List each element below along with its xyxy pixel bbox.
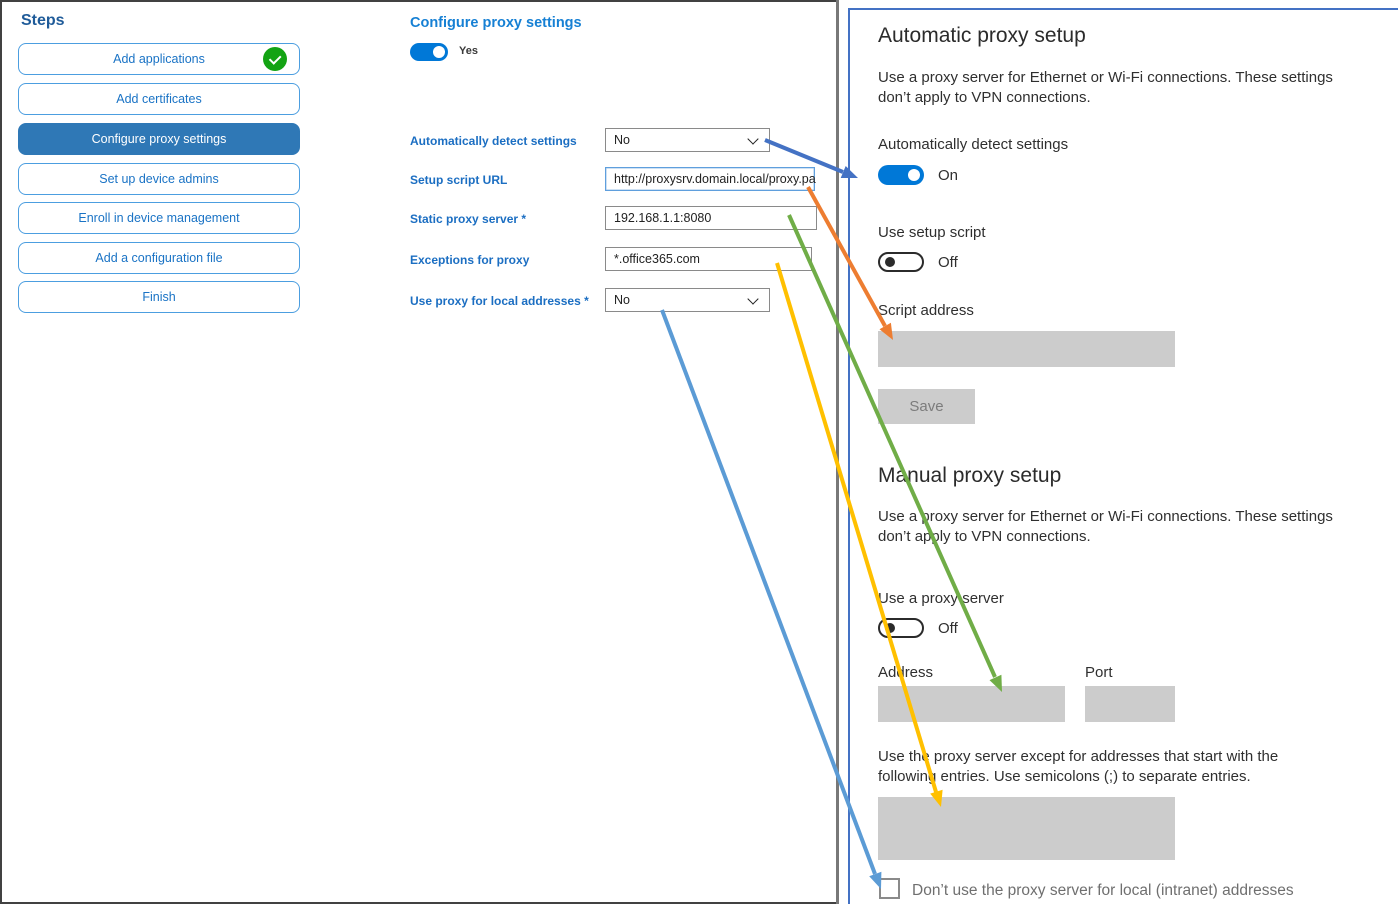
script-address-label: Script address <box>878 302 974 319</box>
proxy-address-input[interactable] <box>878 686 1065 722</box>
use-setup-script-toggle[interactable] <box>878 252 924 272</box>
auto-detect-toggle[interactable] <box>878 165 924 185</box>
local-addresses-checkbox-label: Don’t use the proxy server for local (in… <box>912 882 1294 899</box>
step-label: Add a configuration file <box>95 251 223 265</box>
use-proxy-local-select[interactable]: No <box>605 288 770 312</box>
proxy-exceptions-description: Use the proxy server except for addresse… <box>878 748 1279 785</box>
step-label: Add certificates <box>116 92 202 106</box>
static-proxy-server-input[interactable]: 192.168.1.1:8080 <box>605 206 817 230</box>
completed-check-icon <box>263 47 287 71</box>
toggle-knob <box>885 623 895 633</box>
proxy-exceptions-textarea[interactable] <box>878 797 1175 860</box>
step-label: Finish <box>142 290 176 304</box>
auto-detect-select[interactable]: No <box>605 128 770 152</box>
input-value: 192.168.1.1:8080 <box>614 211 712 225</box>
proxy-port-input[interactable] <box>1085 686 1175 722</box>
label-static-proxy-server: Static proxy server * <box>410 212 527 226</box>
step-enroll-device-management[interactable]: Enroll in device management <box>18 202 300 234</box>
configure-proxy-toggle-label: Yes <box>459 45 478 57</box>
select-value: No <box>614 293 630 307</box>
step-label: Configure proxy settings <box>91 132 227 146</box>
automatic-proxy-setup-heading: Automatic proxy setup <box>878 24 1086 47</box>
auto-detect-settings-label: Automatically detect settings <box>878 136 1069 153</box>
step-add-certificates[interactable]: Add certificates <box>18 83 300 115</box>
address-label: Address <box>878 664 934 681</box>
label-use-proxy-local: Use proxy for local addresses * <box>410 294 589 308</box>
label-auto-detect: Automatically detect settings <box>410 134 577 148</box>
setup-script-url-input[interactable]: http://proxysrv.domain.local/proxy.pa <box>605 167 816 191</box>
toggle-knob <box>433 46 445 58</box>
windows-proxy-settings-panel: Automatic proxy setup Use a proxy server… <box>848 8 1398 904</box>
toggle-knob <box>908 169 920 181</box>
exceptions-for-proxy-input[interactable]: *.office365.com <box>605 247 812 271</box>
input-value: *.office365.com <box>614 252 700 266</box>
label-setup-script-url: Setup script URL <box>410 173 508 187</box>
step-configure-proxy-settings[interactable]: Configure proxy settings <box>18 123 300 155</box>
step-set-up-device-admins[interactable]: Set up device admins <box>18 163 300 195</box>
save-button[interactable]: Save <box>878 389 975 424</box>
chevron-down-icon <box>747 293 759 305</box>
manual-proxy-setup-heading: Manual proxy setup <box>878 464 1062 487</box>
use-proxy-server-toggle[interactable] <box>878 618 924 638</box>
manual-proxy-description: Use a proxy server for Ethernet or Wi-Fi… <box>878 508 1333 545</box>
steps-heading: Steps <box>21 12 65 29</box>
use-setup-script-label: Use setup script <box>878 224 986 241</box>
configure-proxy-toggle[interactable] <box>410 43 448 61</box>
step-finish[interactable]: Finish <box>18 281 300 313</box>
select-value: No <box>614 133 630 147</box>
step-label: Set up device admins <box>99 172 219 186</box>
page-title: Configure proxy settings <box>410 15 582 31</box>
step-add-configuration-file[interactable]: Add a configuration file <box>18 242 300 274</box>
label-exceptions-for-proxy: Exceptions for proxy <box>410 253 530 267</box>
toggle-knob <box>885 257 895 267</box>
step-label: Enroll in device management <box>78 211 240 225</box>
input-value: http://proxysrv.domain.local/proxy.pa <box>614 172 816 186</box>
use-setup-script-toggle-state: Off <box>938 254 958 271</box>
port-label: Port <box>1085 664 1113 681</box>
auto-detect-toggle-state: On <box>938 167 959 184</box>
script-address-input[interactable] <box>878 331 1175 367</box>
step-label: Add applications <box>113 52 205 66</box>
pane-divider <box>836 0 839 904</box>
step-add-applications[interactable]: Add applications <box>18 43 300 75</box>
local-addresses-checkbox[interactable] <box>879 878 900 899</box>
automatic-proxy-description: Use a proxy server for Ethernet or Wi-Fi… <box>878 69 1333 106</box>
chevron-down-icon <box>747 133 759 145</box>
use-proxy-server-label: Use a proxy server <box>878 590 1004 607</box>
use-proxy-server-toggle-state: Off <box>938 620 958 637</box>
